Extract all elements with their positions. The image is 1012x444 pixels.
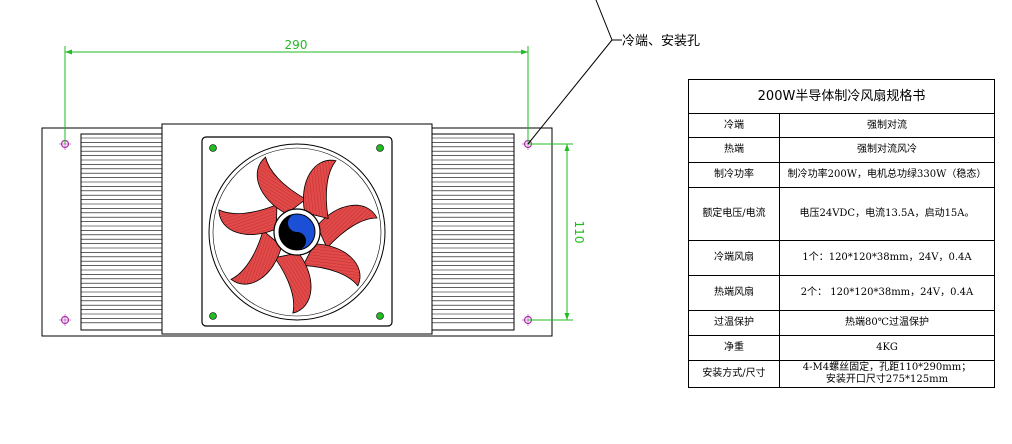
fan-blade (316, 204, 378, 249)
dimension-height-label: 110 (572, 221, 586, 244)
spec-table-title: 200W半导体制冷风扇规格书 (688, 79, 995, 114)
spec-value-line2: 安装开口尺寸275*125mm (825, 374, 949, 385)
spec-value-line1: 4-M4螺丝固定，孔距110*290mm； (802, 362, 972, 373)
yin-yang-icon (278, 213, 316, 251)
fan-screw-bl (209, 312, 217, 320)
spec-key: 热端风扇 (688, 275, 780, 311)
spec-value: 1个：120*120*38mm，24V，0.4A (779, 240, 995, 276)
spec-value: 4-M4螺丝固定，孔距110*290mm；安装开口尺寸275*125mm (779, 360, 995, 388)
table-row: 热端强制对流风冷 (688, 137, 995, 163)
fan-blade (218, 203, 278, 235)
fan-shroud-inner (212, 147, 382, 317)
spec-value: 强制对流 (779, 113, 995, 138)
spec-value: 热端80℃过温保护 (779, 310, 995, 336)
spec-key: 安装方式/尺寸 (688, 360, 780, 388)
fan-blade (302, 243, 361, 287)
spec-key: 净重 (688, 335, 780, 361)
callout-leader (527, 0, 613, 145)
heatsink-fins-left (81, 137, 162, 324)
table-row: 冷端强制对流 (688, 113, 995, 138)
spec-value: 制冷功率200W，电机总功绿330W（稳态） (779, 162, 995, 188)
fan-screw-br (376, 312, 384, 320)
fan-icon (218, 156, 378, 314)
table-row: 制冷功率制冷功率200W，电机总功绿330W（稳态） (688, 162, 995, 188)
spec-key: 热端 (688, 137, 780, 163)
fan-screw-tl (209, 144, 217, 152)
spec-key: 额定电压/电流 (688, 187, 780, 241)
heatsink-fins-right (432, 137, 514, 324)
spec-value: 电压24VDC，电流13.5A，启动15A。 (779, 187, 995, 241)
fan-blade (230, 229, 283, 285)
fan-blade (303, 159, 337, 220)
spec-key: 冷端风扇 (688, 240, 780, 276)
spec-key: 冷端 (688, 113, 780, 138)
spec-table: 200W半导体制冷风扇规格书 冷端强制对流 热端强制对流风冷 制冷功率制冷功率2… (688, 79, 995, 388)
dimension-height (528, 143, 573, 321)
spec-key: 过温保护 (688, 310, 780, 336)
dimension-width (64, 46, 529, 144)
fan-screw-tr (376, 144, 384, 152)
spec-key: 制冷功率 (688, 162, 780, 188)
spec-value: 4KG (779, 335, 995, 361)
table-row: 过温保护热端80℃过温保护 (688, 310, 995, 336)
dimension-width-label: 290 (285, 38, 308, 52)
spec-value: 2个： 120*120*38mm，24V，0.4A (779, 275, 995, 311)
fan-blade (274, 252, 312, 314)
spec-value: 强制对流风冷 (779, 137, 995, 163)
callout-label: 冷端、安装孔 (622, 34, 701, 49)
table-row: 额定电压/电流电压24VDC，电流13.5A，启动15A。 (688, 187, 995, 241)
fan-blade (256, 156, 307, 215)
